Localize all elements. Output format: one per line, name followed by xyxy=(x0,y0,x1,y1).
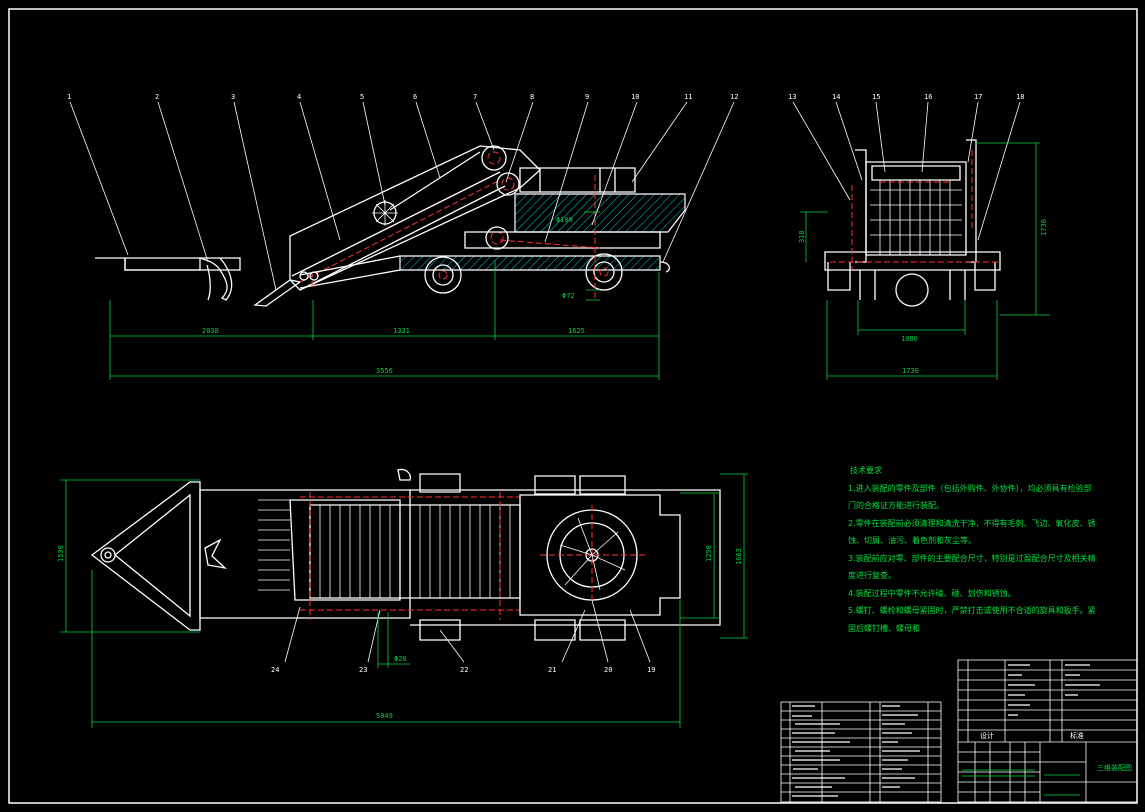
front-view xyxy=(792,101,1050,380)
drawing-border xyxy=(8,8,1138,804)
dimension-text: 2038 xyxy=(202,327,219,335)
dimension-text: 1663 xyxy=(735,548,743,565)
part-label: 23 xyxy=(359,666,367,674)
part-label: 10 xyxy=(631,93,639,101)
part-label: 4 xyxy=(297,93,301,101)
dimension-text: 3556 xyxy=(376,367,393,375)
part-label: 1 xyxy=(67,93,71,101)
part-label: 14 xyxy=(832,93,840,101)
dimension-text: 1730 xyxy=(902,367,919,375)
dimension-text: 1250 xyxy=(705,545,713,562)
part-label: 11 xyxy=(684,93,692,101)
dimension-text: 1730 xyxy=(1040,219,1048,236)
drawing-name: 三维装配图 xyxy=(1097,764,1132,772)
dimension-text: Φ100 xyxy=(556,216,573,224)
part-label: 8 xyxy=(530,93,534,101)
notes-line: 门的合格证方能进行装配。 xyxy=(848,501,944,510)
notes-line: 3.装配前应对零、部件的主要配合尺寸，特别是过盈配合尺寸及相关精 xyxy=(848,553,1096,563)
part-label: 13 xyxy=(788,93,796,101)
side-view xyxy=(69,101,735,380)
part-label: 22 xyxy=(460,666,468,674)
part-label: 15 xyxy=(872,93,880,101)
part-label: 21 xyxy=(548,666,556,674)
dimension-text: Φ20 xyxy=(394,655,407,663)
notes-line: 4.装配过程中零件不允许磕、碰、划伤和锈蚀。 xyxy=(848,588,1016,598)
part-label: 17 xyxy=(974,93,982,101)
dimension-text: 5049 xyxy=(376,712,393,720)
dimension-text: 1530 xyxy=(57,545,65,562)
parts-list-table xyxy=(780,701,942,803)
side-view-labels: 1 2 3 4 5 6 7 8 9 10 11 12 2038 1331 162… xyxy=(67,93,738,375)
top-view xyxy=(60,468,748,728)
technical-requirements: 技术要求 1.进入装配的零件及部件（包括外购件、外协件），均必须具有检验部 门的… xyxy=(848,462,1096,637)
svg-text:设计: 设计 xyxy=(980,731,994,740)
part-label: 2 xyxy=(155,93,159,101)
part-label: 20 xyxy=(604,666,612,674)
dimension-text: Φ72 xyxy=(562,292,575,300)
notes-line: 度进行复查。 xyxy=(848,571,896,580)
notes-line: 固后螺钉槽、螺母和 xyxy=(848,623,920,633)
part-label: 18 xyxy=(1016,93,1024,101)
notes-line: 1.进入装配的零件及部件（包括外购件、外协件），均必须具有检验部 xyxy=(848,483,1092,493)
notes-line: 5.螺钉、螺栓和螺母紧固时，严禁打击或使用不合适的旋具和扳手。紧 xyxy=(848,606,1096,615)
dimension-text: 318 xyxy=(798,230,806,243)
top-view-labels: 24 23 22 21 20 19 1530 1250 1663 5049 Φ2… xyxy=(57,545,743,720)
part-label: 9 xyxy=(585,93,589,101)
dimension-text: 1625 xyxy=(568,327,585,335)
part-label: 16 xyxy=(924,93,932,101)
part-label: 19 xyxy=(647,666,655,674)
notes-heading: 技术要求 xyxy=(850,466,882,475)
title-block: 设计 标准 xyxy=(957,659,1138,803)
part-label: 24 xyxy=(271,666,279,674)
notes-line: 蚀、切屑、油污、着色剂和灰尘等。 xyxy=(848,536,976,545)
part-label: 3 xyxy=(231,93,235,101)
part-label: 12 xyxy=(730,93,738,101)
svg-text:标准: 标准 xyxy=(1070,731,1084,740)
notes-line: 2.零件在装配前必须清理和清洗干净，不得有毛刺、飞边、氧化皮、锈 xyxy=(848,518,1096,528)
dimension-text: 1080 xyxy=(901,335,918,343)
part-label: 7 xyxy=(473,93,477,101)
dimension-text: 1331 xyxy=(393,327,410,335)
part-label: 6 xyxy=(413,93,417,101)
part-label: 5 xyxy=(360,93,364,101)
front-view-labels: 13 14 15 16 17 18 1080 1730 1730 318 xyxy=(788,93,1048,375)
